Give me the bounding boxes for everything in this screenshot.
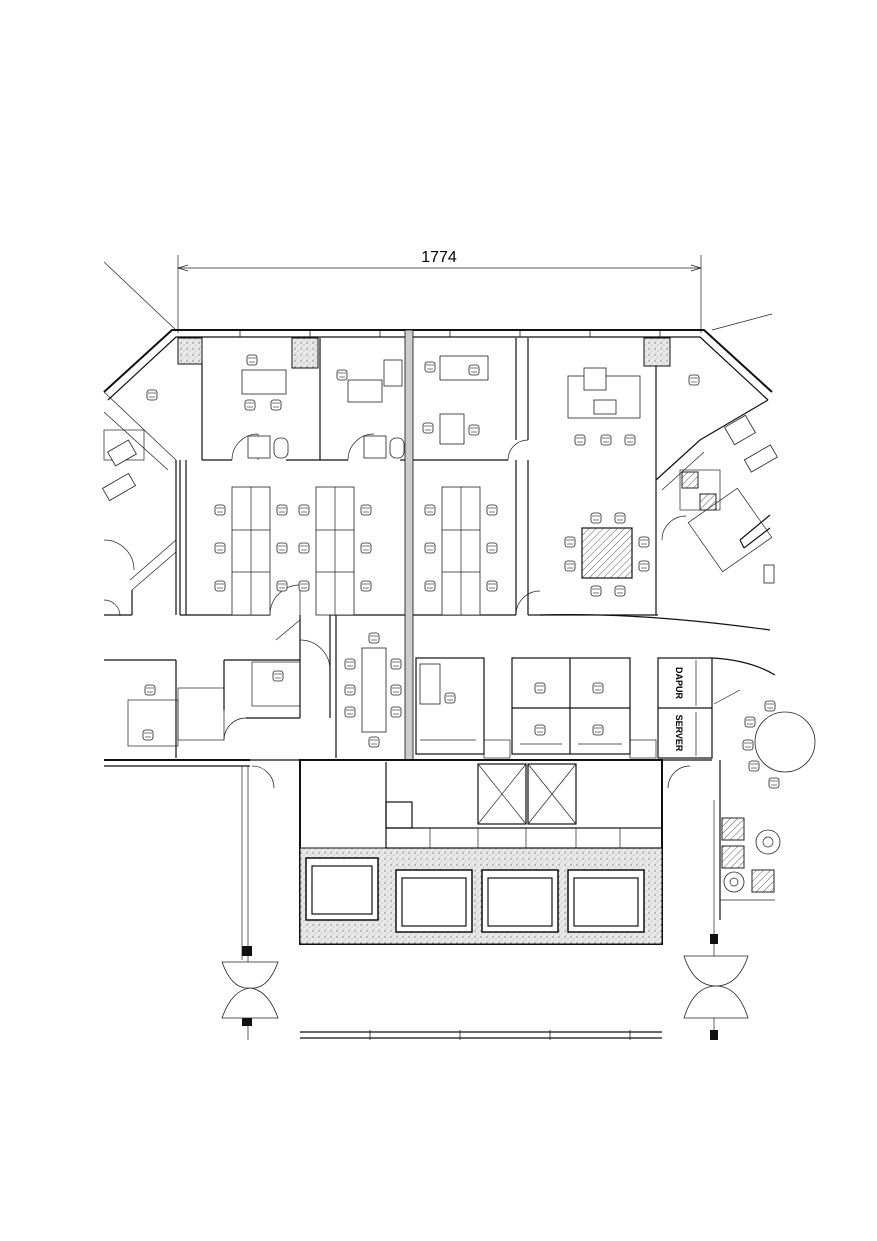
- round-meeting: [719, 700, 816, 920]
- middle-rooms: [104, 615, 402, 758]
- central-divider: [404, 329, 414, 761]
- right-wing: [661, 414, 778, 584]
- corridor: [104, 759, 712, 789]
- bottom-facade: [300, 1030, 662, 1040]
- office-walls: [201, 338, 529, 615]
- office-desks: [241, 355, 641, 459]
- open-office-walls: [179, 460, 541, 616]
- entrance-doors: [221, 766, 749, 1040]
- service-rooms: DAPUR SERVER: [657, 657, 776, 759]
- structural-columns: [177, 337, 671, 369]
- exterior-facade: [103, 329, 773, 401]
- cubicles: [415, 657, 657, 759]
- elevators: [305, 857, 645, 933]
- workstation-clusters: [231, 486, 481, 616]
- meeting-table: [581, 527, 633, 579]
- room-label-server: SERVER: [674, 715, 684, 752]
- left-wing: [101, 391, 177, 617]
- dimension-label: 1774: [421, 249, 457, 266]
- dimension-1774: 1774: [176, 249, 703, 333]
- room-label-dapur: DAPUR: [674, 667, 684, 700]
- corridor-wall: [539, 613, 771, 631]
